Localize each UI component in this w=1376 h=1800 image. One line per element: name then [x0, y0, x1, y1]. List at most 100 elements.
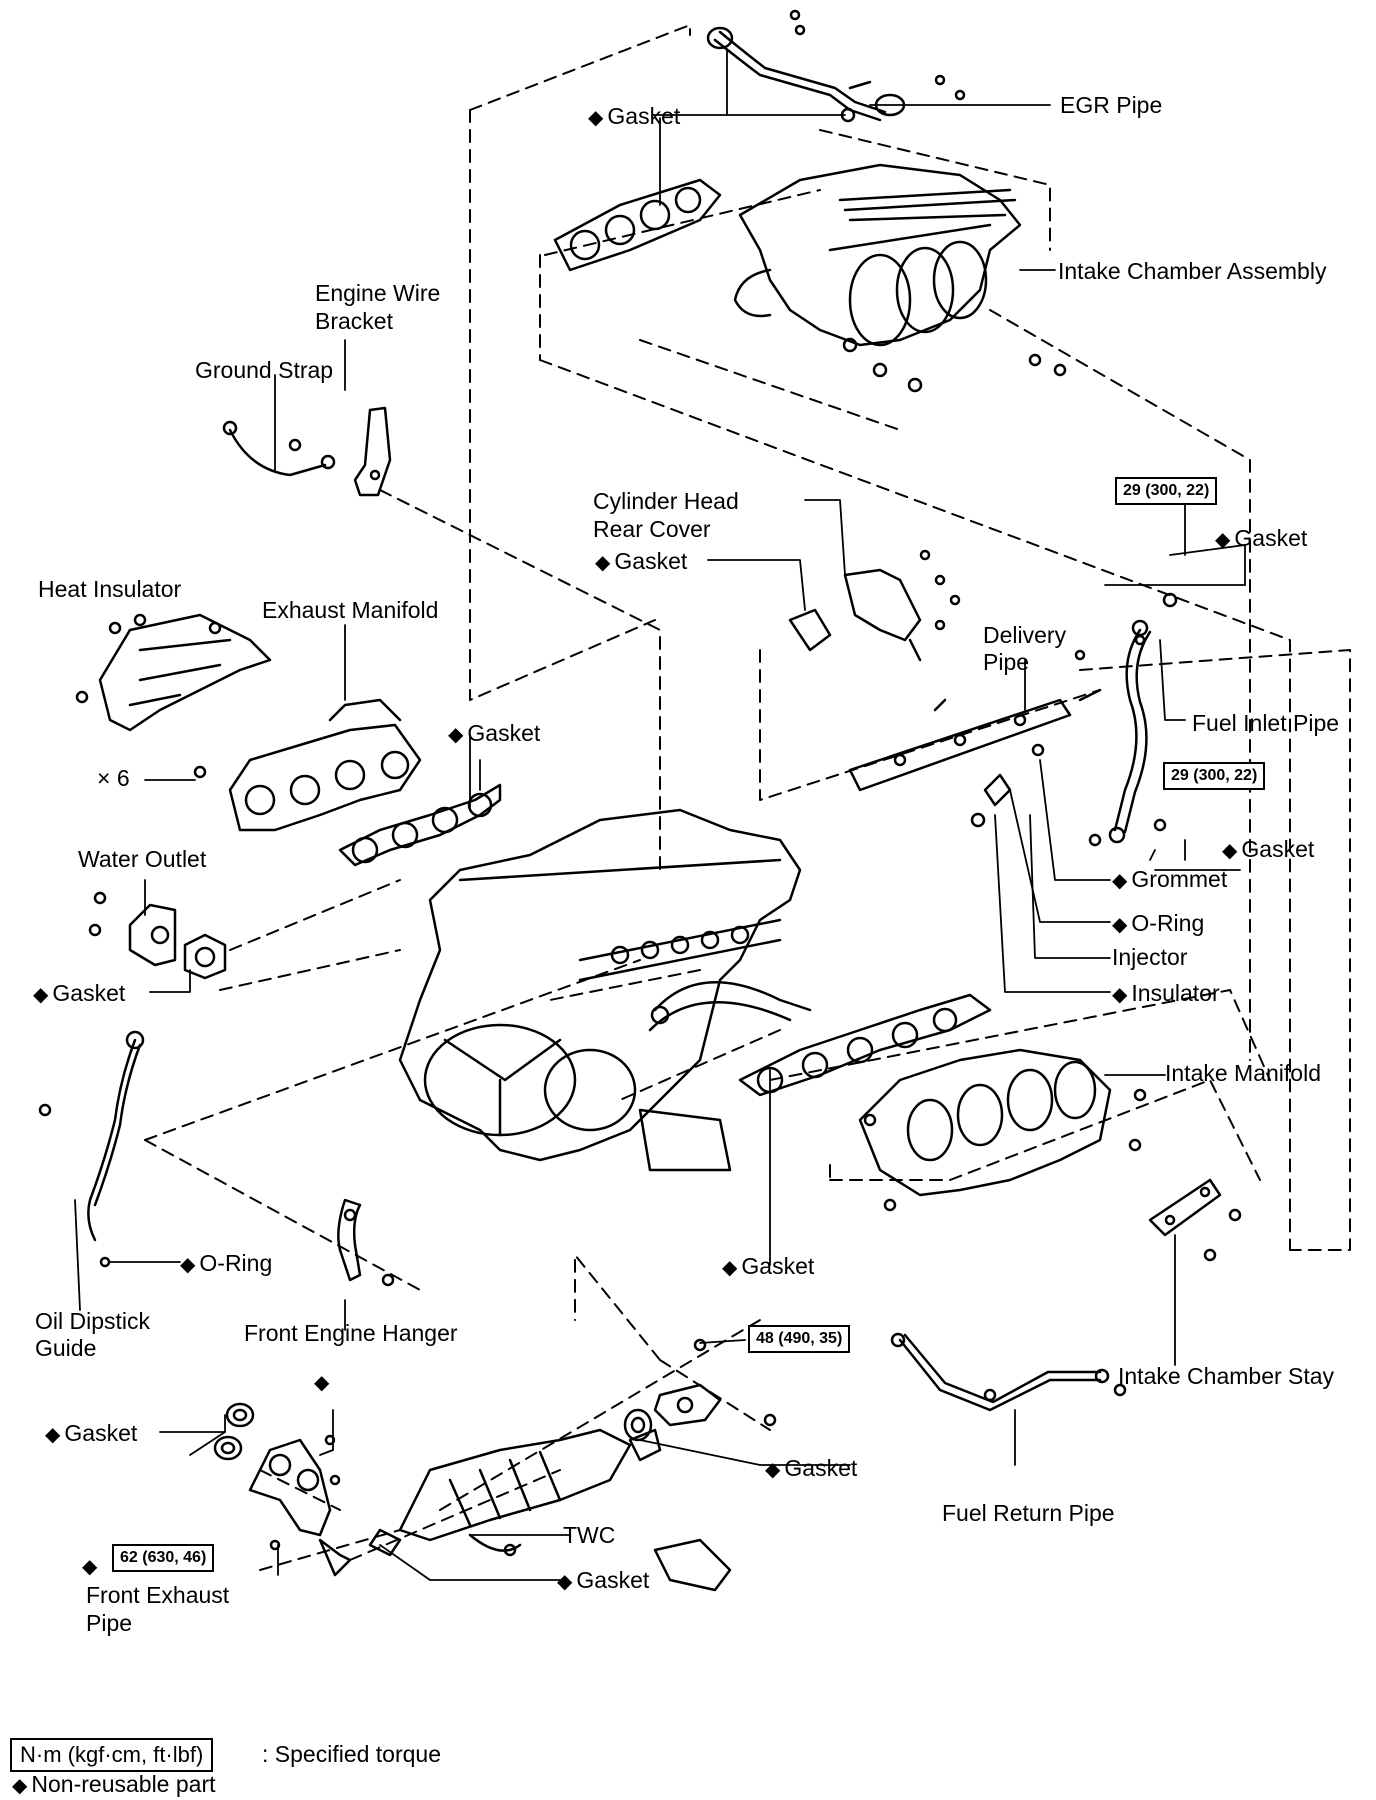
twc-gaskets-part — [213, 1338, 777, 1592]
oil-dipstick-guide-part — [38, 1030, 145, 1268]
engine-wire-bracket-label-line1: Engine Wire — [315, 280, 441, 306]
nonreusable-icon: ◆ — [180, 1254, 196, 1276]
front-exhaust-pipe-label-line1: Front Exhaust — [86, 1582, 230, 1608]
gasket-water-outlet-label: ◆Gasket — [33, 980, 125, 1009]
water-outlet-label: Water Outlet — [78, 846, 207, 872]
gasket-twc-outlet-label: ◆Gasket — [765, 1455, 857, 1484]
oil-dipstick-guide-label-line1: Oil Dipstick — [35, 1308, 151, 1334]
gasket-top-text: Gasket — [607, 103, 681, 129]
gasket-intake-manifold-text: Gasket — [741, 1253, 815, 1279]
exhaust-manifold-label: Exhaust Manifold — [262, 597, 439, 623]
nonreusable-marker-flange: ◆ — [314, 1368, 333, 1397]
gasket-water-outlet-text: Gasket — [52, 980, 126, 1006]
gasket-twc-lower-text: Gasket — [576, 1567, 650, 1593]
intake-chamber-stay-part — [1148, 1178, 1242, 1262]
front-engine-hanger-part — [337, 1198, 395, 1287]
nonreusable-icon: ◆ — [595, 552, 611, 574]
intake-chamber-assembly-label: Intake Chamber Assembly — [1058, 258, 1327, 284]
twc-label: TWC — [563, 1522, 616, 1548]
engine-wire-bracket-label-line2: Bracket — [315, 308, 393, 334]
o-ring-dipstick-text: O-Ring — [199, 1250, 273, 1276]
insulator-label: ◆Insulator — [1112, 980, 1220, 1009]
insulator-text: Insulator — [1131, 980, 1220, 1006]
intake-chamber-gasket-part — [553, 178, 722, 272]
exhaust-manifold-part — [193, 698, 422, 832]
water-outlet-part — [88, 891, 227, 980]
intake-manifold-label: Intake Manifold — [1165, 1060, 1321, 1086]
nonreusable-icon: ◆ — [33, 984, 49, 1006]
nonreusable-icon: ◆ — [765, 1459, 781, 1481]
nonreusable-icon: ◆ — [588, 107, 604, 129]
o-ring-injector-text: O-Ring — [1131, 910, 1205, 936]
gasket-top-label: ◆Gasket — [588, 103, 680, 132]
injector-part — [970, 743, 1045, 828]
nonreusable-icon: ◆ — [722, 1257, 738, 1279]
oil-dipstick-guide-label-line2: Guide — [35, 1335, 97, 1361]
gasket-rear-cover-text: Gasket — [614, 548, 688, 574]
legend-nonreusable: ◆Non-reusable part — [12, 1771, 216, 1800]
legend-torque-box: N·m (kgf·cm, ft·lbf) — [10, 1738, 214, 1772]
injector-label: Injector — [1112, 944, 1188, 970]
gasket-fuel-inlet-bottom-text: Gasket — [1241, 836, 1315, 862]
front-exhaust-pipe-part — [248, 1434, 352, 1577]
fuel-return-pipe-label: Fuel Return Pipe — [942, 1500, 1115, 1526]
gasket-fuel-inlet-bottom-label: ◆Gasket — [1222, 836, 1314, 865]
leader-lines — [74, 49, 1246, 1581]
delivery-pipe-part — [848, 649, 1102, 792]
nonreusable-marker-exhaust: ◆ — [82, 1552, 101, 1581]
intake-chamber-stay-label: Intake Chamber Stay — [1118, 1363, 1335, 1389]
nonreusable-icon: ◆ — [1112, 984, 1128, 1006]
nonreusable-icon: ◆ — [1112, 870, 1128, 892]
phantom-lines — [144, 24, 1351, 1571]
engine-wire-bracket-part — [353, 406, 392, 497]
intake-chamber-assembly-part — [733, 163, 1067, 393]
nonreusable-icon: ◆ — [1215, 529, 1231, 551]
nonreusable-icon: ◆ — [448, 724, 464, 746]
legend-torque-desc: : Specified torque — [262, 1741, 442, 1767]
nonreusable-icon: ◆ — [314, 1372, 330, 1394]
gasket-rear-cover-label: ◆Gasket — [595, 548, 687, 577]
egr-pipe-label: EGR Pipe — [1060, 92, 1163, 118]
nonreusable-icon: ◆ — [12, 1775, 28, 1797]
cylinder-head-rear-cover-label-line2: Rear Cover — [593, 516, 711, 542]
nonreusable-icon: ◆ — [557, 1571, 573, 1593]
fuel-return-pipe-part — [890, 1332, 1127, 1412]
gasket-exhaust-manifold-text: Gasket — [467, 720, 541, 746]
torque-fuel-inlet-bottom: 29 (300, 22) — [1163, 762, 1266, 790]
heat-insulator-label: Heat Insulator — [38, 576, 182, 602]
gasket-front-exhaust-label: ◆Gasket — [45, 1420, 137, 1449]
legend-nonreusable-text: Non-reusable part — [31, 1771, 216, 1797]
fuel-inlet-pipe-label: Fuel Inlet Pipe — [1192, 710, 1340, 736]
torque-fuel-inlet-top: 29 (300, 22) — [1115, 477, 1218, 505]
fuel-inlet-pipe-part — [1088, 592, 1178, 847]
nonreusable-icon: ◆ — [1222, 840, 1238, 862]
grommet-text: Grommet — [1131, 866, 1228, 892]
ground-strap-part — [222, 420, 336, 477]
gasket-exhaust-manifold-label: ◆Gasket — [448, 720, 540, 749]
bolt-count-label: × 6 — [97, 765, 130, 791]
gasket-twc-lower-label: ◆Gasket — [557, 1567, 649, 1596]
exhaust-manifold-gasket-part — [338, 783, 502, 867]
o-ring-injector-label: ◆O-Ring — [1112, 910, 1204, 939]
engine-block-part — [398, 808, 812, 1172]
grommet-label: ◆Grommet — [1112, 866, 1227, 895]
delivery-pipe-label-line2: Pipe — [983, 649, 1030, 675]
gasket-twc-outlet-text: Gasket — [784, 1455, 858, 1481]
delivery-pipe-label-line1: Delivery — [983, 622, 1067, 648]
nonreusable-icon: ◆ — [45, 1424, 61, 1446]
front-engine-hanger-label: Front Engine Hanger — [244, 1320, 458, 1346]
heat-insulator-part — [75, 613, 272, 732]
gasket-fuel-inlet-top-text: Gasket — [1234, 525, 1308, 551]
torque-front-exhaust: 62 (630, 46) — [112, 1544, 215, 1572]
cylinder-head-rear-cover-label-line1: Cylinder Head — [593, 488, 739, 514]
cylinder-head-rear-cover-part — [788, 549, 961, 662]
gasket-intake-manifold-label: ◆Gasket — [722, 1253, 814, 1282]
gasket-front-exhaust-text: Gasket — [64, 1420, 138, 1446]
gasket-fuel-inlet-top-label: ◆Gasket — [1215, 525, 1307, 554]
front-exhaust-pipe-label-line2: Pipe — [86, 1610, 133, 1636]
nonreusable-icon: ◆ — [82, 1556, 98, 1578]
ground-strap-label: Ground Strap — [195, 357, 334, 383]
intake-manifold-part — [858, 1048, 1147, 1212]
twc-part — [368, 1428, 662, 1557]
